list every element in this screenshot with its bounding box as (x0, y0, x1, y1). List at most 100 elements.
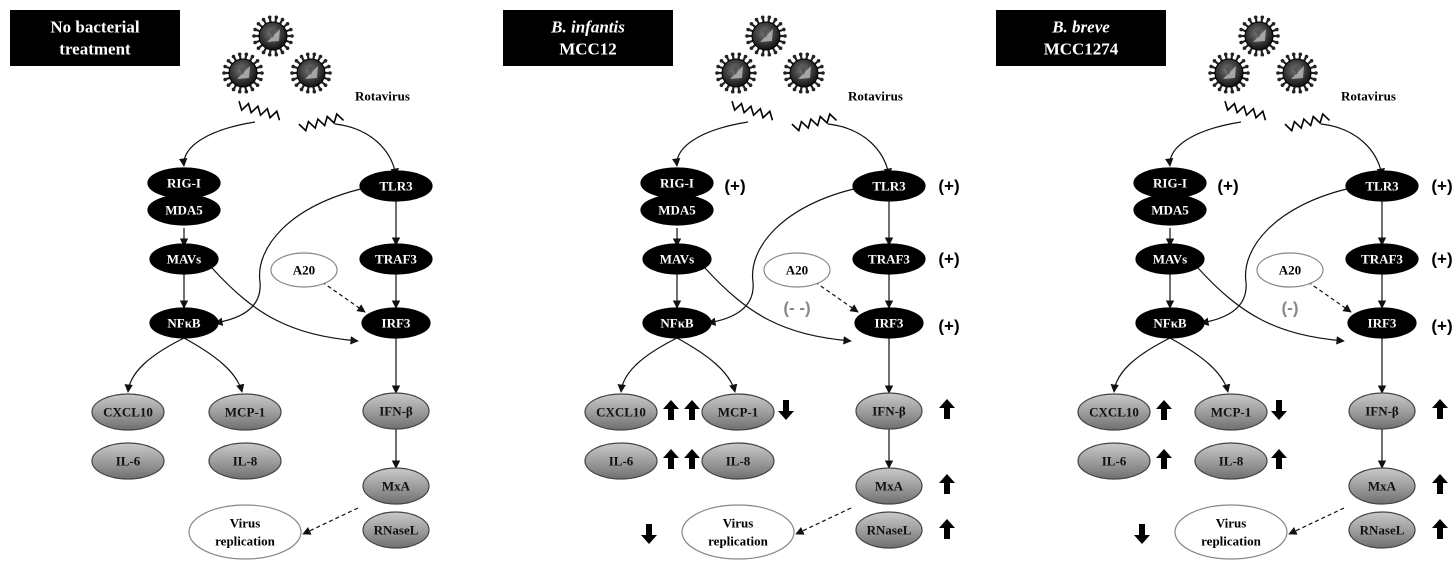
node-nfkb: NFκB (642, 307, 712, 339)
node-mavs-label: MAVs (660, 252, 694, 267)
down-arrow-icon-virus (1134, 524, 1150, 544)
node-rnasel-label: RNaseL (1360, 523, 1405, 538)
sign-rig: (+) (1217, 177, 1238, 196)
node-mxa: MxA (362, 467, 430, 505)
viral-rna-icon (791, 112, 838, 133)
node-ifn-beta: IFN-β (1348, 392, 1416, 430)
node-mcp1-label: MCP-1 (1211, 405, 1251, 420)
arrow-nfkb-to-cxcl10 (617, 337, 678, 393)
sign-traf3: (+) (938, 250, 959, 269)
rotavirus-particle-icon (1238, 15, 1280, 57)
node-rnasel: RNaseL (855, 511, 923, 549)
virus-replication-label-line2: replication (215, 534, 275, 549)
node-irf3: IRF3 (361, 307, 431, 339)
node-irf3: IRF3 (854, 307, 924, 339)
arrow-nfkb-to-mcp1 (676, 337, 738, 393)
viral-rna-icon (1284, 112, 1331, 133)
node-il8-label: IL-8 (233, 454, 258, 469)
up-arrow-icon-ifnb (1432, 399, 1448, 419)
node-mavs: MAVs (149, 243, 219, 275)
node-il8: IL-8 (1194, 442, 1268, 480)
node-rig-i: RIG-I (640, 167, 714, 199)
arrow-rna-to-rig (672, 121, 749, 167)
node-tlr3-label: TLR3 (1365, 179, 1399, 194)
rotavirus-particle-icon (783, 52, 825, 94)
arrow-nfkb-to-mcp1 (1169, 337, 1231, 393)
panel-title-line2: MCC1274 (1044, 40, 1119, 59)
node-tlr3-label: TLR3 (379, 179, 413, 194)
arrow-mavs-to-irf3 (1197, 267, 1345, 345)
node-mxa-label: MxA (875, 479, 904, 494)
up-arrow-icon-rnasel (939, 519, 955, 539)
node-il6: IL-6 (91, 442, 165, 480)
panel-b-infantis: B. infantisMCC12RotavirusRIG-IMDA5MAVsNF… (503, 10, 960, 560)
node-irf3-label: IRF3 (1368, 316, 1397, 331)
rotavirus-label: Rotavirus (1341, 89, 1396, 104)
up-arrow-icon-il6 (1156, 449, 1172, 469)
arrow-a20-to-irf3 (814, 281, 859, 313)
viral-rna-icon (731, 100, 774, 121)
node-mxa: MxA (1348, 467, 1416, 505)
node-rnasel-label: RNaseL (867, 523, 912, 538)
node-traf3-label: TRAF3 (1361, 252, 1403, 267)
node-mavs-label: MAVs (1153, 252, 1187, 267)
arrow-tlr3-to-nfkb (707, 187, 859, 326)
rotavirus-particle-icon (745, 15, 787, 57)
node-ifn-beta-label: IFN-β (872, 404, 906, 419)
virus-replication-label-line1: Virus (1216, 516, 1247, 531)
node-tlr3: TLR3 (852, 170, 926, 202)
arrow-rna-to-tlr3 (827, 123, 892, 177)
node-nfkb-label: NFκB (167, 316, 201, 331)
node-a20: A20 (763, 252, 831, 288)
rotavirus-particle-icon (290, 52, 332, 94)
up-arrow-icon-mxa (1432, 474, 1448, 494)
node-a20-label: A20 (1279, 263, 1301, 278)
node-il6: IL-6 (1077, 442, 1151, 480)
virus-replication-label-line2: replication (708, 534, 768, 549)
node-cxcl10-label: CXCL10 (596, 405, 646, 420)
node-mxa-label: MxA (1368, 479, 1397, 494)
node-il8-label: IL-8 (726, 454, 751, 469)
node-nfkb-label: NFκB (1153, 316, 1187, 331)
sign-irf3: (+) (1431, 317, 1452, 336)
node-rnasel: RNaseL (1348, 511, 1416, 549)
node-il8: IL-8 (701, 442, 775, 480)
arrow-rnasel-to-virus (1288, 507, 1345, 535)
sign-traf3: (+) (1431, 250, 1452, 269)
node-ifn-beta: IFN-β (362, 392, 430, 430)
node-traf3: TRAF3 (359, 243, 433, 275)
node-mda5: MDA5 (640, 194, 714, 226)
panel-title-line1: B. infantis (550, 18, 625, 37)
node-nfkb-label: NFκB (660, 316, 694, 331)
node-mda5: MDA5 (1133, 194, 1207, 226)
node-il6-label: IL-6 (1102, 454, 1127, 469)
panel-b-breve: B. breveMCC1274RotavirusRIG-IMDA5MAVsNFκ… (996, 10, 1453, 560)
panel-title-line2: MCC12 (559, 40, 617, 59)
node-mcp1: MCP-1 (1194, 393, 1268, 431)
node-irf3-label: IRF3 (382, 316, 411, 331)
node-mcp1: MCP-1 (208, 393, 282, 431)
node-il6: IL-6 (584, 442, 658, 480)
node-il6-label: IL-6 (116, 454, 141, 469)
panel-no-treatment: No bacterialtreatmentRotavirusRIG-IMDA5M… (10, 10, 433, 560)
rotavirus-particle-icon (1276, 52, 1318, 94)
up-arrow-icon-cxcl10 (1156, 400, 1172, 420)
up-arrow-icon-cxcl10 (663, 400, 679, 420)
sign-a20: (-) (1282, 299, 1299, 318)
arrow-rnasel-to-virus (302, 507, 359, 535)
node-rig-i-label: RIG-I (1153, 176, 1187, 191)
node-mavs: MAVs (1135, 243, 1205, 275)
node-mda5-label: MDA5 (658, 203, 696, 218)
arrow-rna-to-tlr3 (334, 123, 399, 177)
node-il8-label: IL-8 (1219, 454, 1244, 469)
rotavirus-particle-icon (252, 15, 294, 57)
node-traf3: TRAF3 (1345, 243, 1419, 275)
sign-tlr3: (+) (938, 177, 959, 196)
rotavirus-particle-icon (1208, 52, 1250, 94)
arrow-tlr3-to-nfkb (214, 187, 366, 326)
node-a20-label: A20 (293, 263, 315, 278)
